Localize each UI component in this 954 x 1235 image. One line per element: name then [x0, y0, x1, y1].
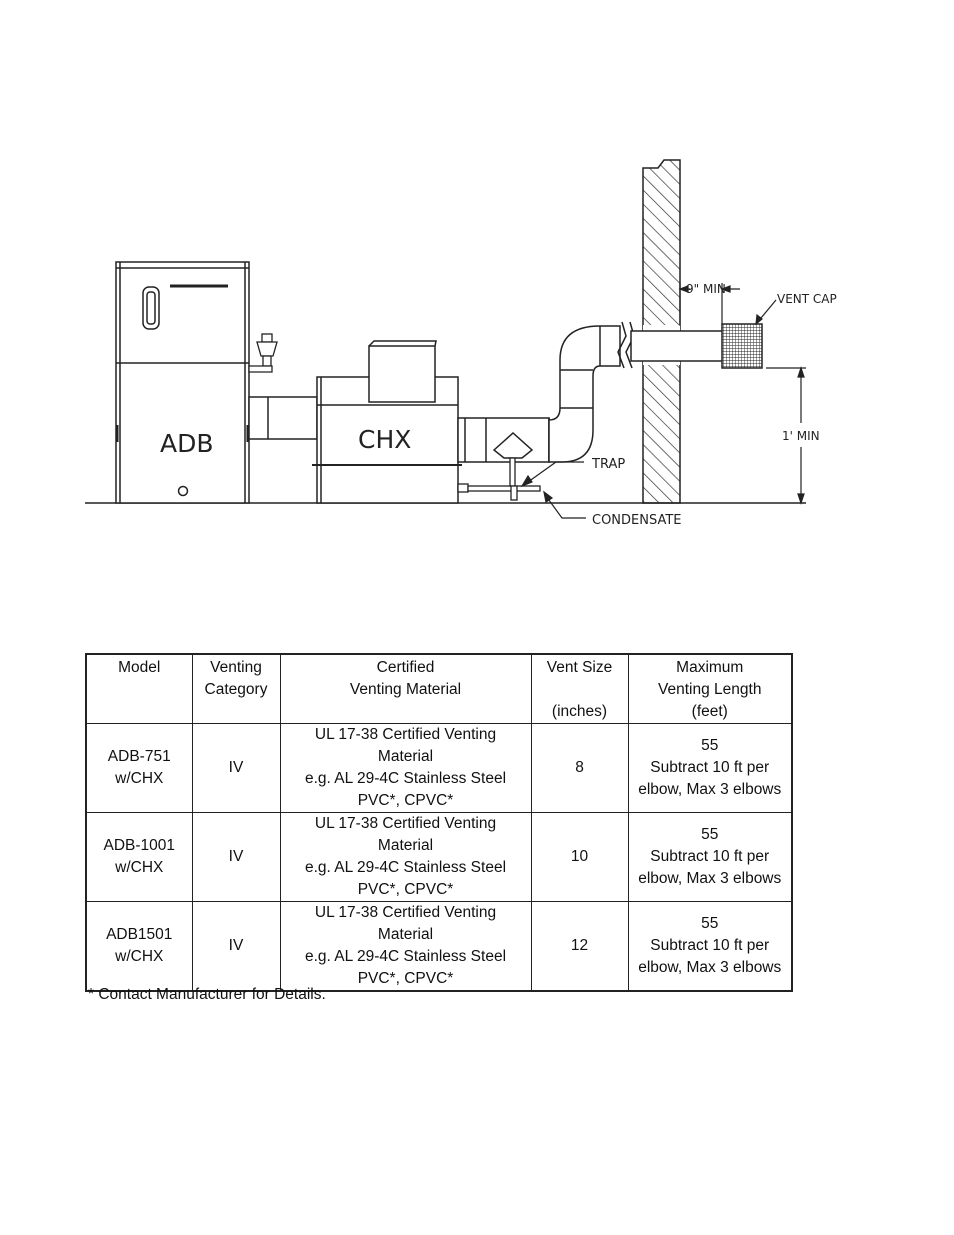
condensate-drain	[457, 457, 541, 501]
header-max-length: Maximum Venting Length (feet)	[627, 653, 793, 724]
cell-material: UL 17-38 Certified Venting Material e.g.…	[279, 812, 532, 902]
cell-material: UL 17-38 Certified Venting Material e.g.…	[279, 901, 532, 992]
cell-model: ADB1501 w/CHX	[85, 901, 193, 992]
vent-pipe	[457, 325, 621, 463]
footnote: * Contact Manufacturer for Details.	[88, 986, 326, 1003]
header-vent-size: Vent Size (inches)	[530, 653, 629, 724]
cell-material: UL 17-38 Certified Venting Material e.g.…	[279, 723, 532, 813]
cell-max-length: 55 Subtract 10 ft per elbow, Max 3 elbow…	[627, 901, 793, 992]
cell-category: IV	[191, 901, 281, 992]
cell-vent-size: 10	[530, 812, 629, 902]
vent-cap-label: VENT CAP	[777, 292, 837, 306]
cell-category: IV	[191, 812, 281, 902]
trap-leader	[520, 461, 584, 488]
cell-max-length: 55 Subtract 10 ft per elbow, Max 3 elbow…	[627, 723, 793, 813]
header-venting-category: Venting Category	[191, 653, 281, 724]
condensate-leader	[543, 490, 586, 519]
table-row: ADB1501 w/CHX IV UL 17-38 Certified Vent…	[85, 901, 793, 992]
adb-label: ADB	[160, 429, 214, 458]
venting-diagram: ADB CHX	[85, 159, 837, 528]
condensate-label: CONDENSATE	[592, 513, 682, 528]
cell-vent-size: 8	[530, 723, 629, 813]
cell-model: ADB-1001 w/CHX	[85, 812, 193, 902]
vent-cap	[721, 323, 763, 369]
adb-boiler	[115, 261, 250, 504]
wall-thimble-pipe	[630, 330, 724, 362]
cell-vent-size: 12	[530, 901, 629, 992]
pipe-break	[617, 321, 635, 369]
cell-category: IV	[191, 723, 281, 813]
flue-connector	[248, 396, 318, 440]
chx-label: CHX	[358, 425, 411, 454]
table-row: ADB-751 w/CHX IV UL 17-38 Certified Vent…	[85, 723, 793, 813]
table-row: ADB-1001 w/CHX IV UL 17-38 Certified Ven…	[85, 812, 793, 902]
nine-inch-dimension	[678, 283, 740, 326]
one-foot-dimension	[766, 366, 806, 505]
relief-valve	[248, 333, 278, 373]
header-model: Model	[85, 653, 193, 724]
one-foot-min-label: 1' MIN	[782, 429, 820, 443]
trap-label: TRAP	[591, 457, 625, 472]
venting-table: Model Venting Category Certified Venting…	[85, 653, 793, 992]
nine-inch-min-label: 9" MIN	[686, 282, 726, 296]
table-header-row: Model Venting Category Certified Venting…	[85, 653, 793, 724]
cell-model: ADB-751 w/CHX	[85, 723, 193, 813]
cell-max-length: 55 Subtract 10 ft per elbow, Max 3 elbow…	[627, 812, 793, 902]
header-venting-material: Certified Venting Material	[279, 653, 532, 724]
chx-unit	[312, 340, 462, 504]
vent-cap-leader	[755, 299, 777, 326]
